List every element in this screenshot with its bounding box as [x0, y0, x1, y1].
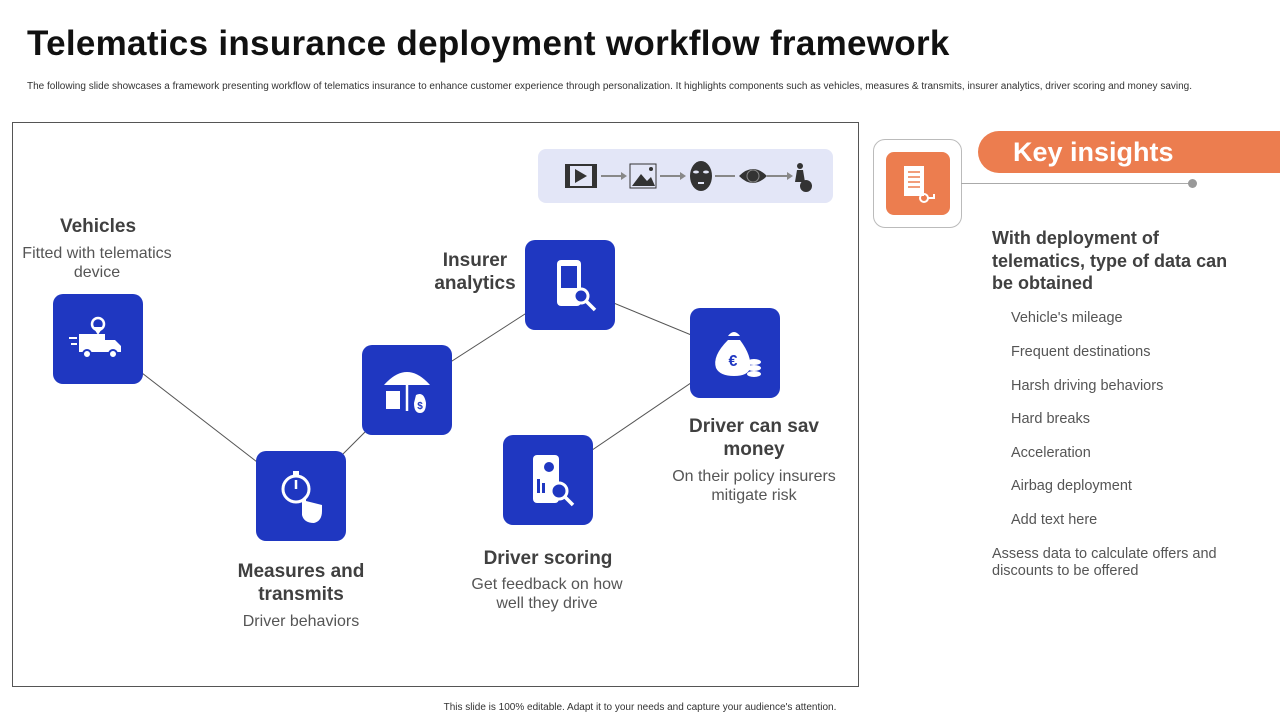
insurer-analytics-tile: [525, 240, 615, 330]
face-mask-icon: [689, 161, 712, 191]
key-insights-heading: Key insights: [978, 131, 1280, 173]
image-icon: [629, 163, 656, 189]
insight-item: Frequent destinations: [1011, 344, 1151, 360]
hand-touch-icon: [794, 163, 812, 192]
page-title: Telematics insurance deployment workflow…: [27, 24, 950, 63]
insurer-title: Insurer analytics: [434, 250, 516, 294]
workflow-frame: [12, 122, 859, 687]
process-icon-strip: [538, 149, 833, 203]
vehicles-tile: [53, 294, 143, 384]
insights-divider-dot: [1188, 179, 1197, 188]
eye-icon: [738, 169, 767, 183]
insights-divider: [961, 183, 1191, 184]
mobile-analytics-icon: [557, 260, 597, 312]
document-key-icon: [886, 152, 950, 215]
scoring-desc: Get feedback on how well they drive: [471, 576, 623, 612]
measures-tile: [256, 451, 346, 541]
insights-subheading: With deployment of telematics, type of d…: [992, 228, 1228, 293]
measures-title: Measures and transmits: [237, 561, 365, 605]
insight-item: Harsh driving behaviors: [1011, 378, 1164, 394]
money-title: Driver can sav money: [689, 416, 819, 460]
money-bag-euro-icon: €: [715, 332, 761, 377]
svg-text:$: $: [417, 401, 423, 412]
page-subtitle: The following slide showcases a framewor…: [27, 81, 1193, 92]
money-tile: €: [690, 308, 780, 398]
driver-scoring-tile: [503, 435, 593, 525]
svg-text:€: €: [729, 353, 738, 370]
money-desc: On their policy insurers mitigate risk: [672, 468, 836, 504]
insight-item: Add text here: [1011, 512, 1098, 528]
insurance-umbrella-icon: $: [384, 372, 430, 413]
insights-footer: Assess data to calculate offers and disc…: [992, 546, 1217, 579]
video-icon: [564, 164, 597, 188]
insight-item: Vehicle's mileage: [1011, 310, 1123, 326]
insight-item: Acceleration: [1011, 445, 1091, 461]
stopwatch-touch-icon: [281, 471, 322, 523]
insight-item: Airbag deployment: [1011, 478, 1132, 494]
umbrella-tile: $: [362, 345, 452, 435]
scoring-title: Driver scoring: [483, 548, 613, 569]
vehicles-desc: Fitted with telematics device: [22, 245, 172, 281]
mobile-chart-search-icon: [533, 455, 575, 507]
measures-desc: Driver behaviors: [242, 613, 360, 630]
delivery-truck-icon: [69, 316, 121, 359]
slide-footer: This slide is 100% editable. Adapt it to…: [443, 702, 837, 713]
vehicles-title: Vehicles: [59, 216, 137, 237]
insight-item: Hard breaks: [1011, 411, 1090, 427]
